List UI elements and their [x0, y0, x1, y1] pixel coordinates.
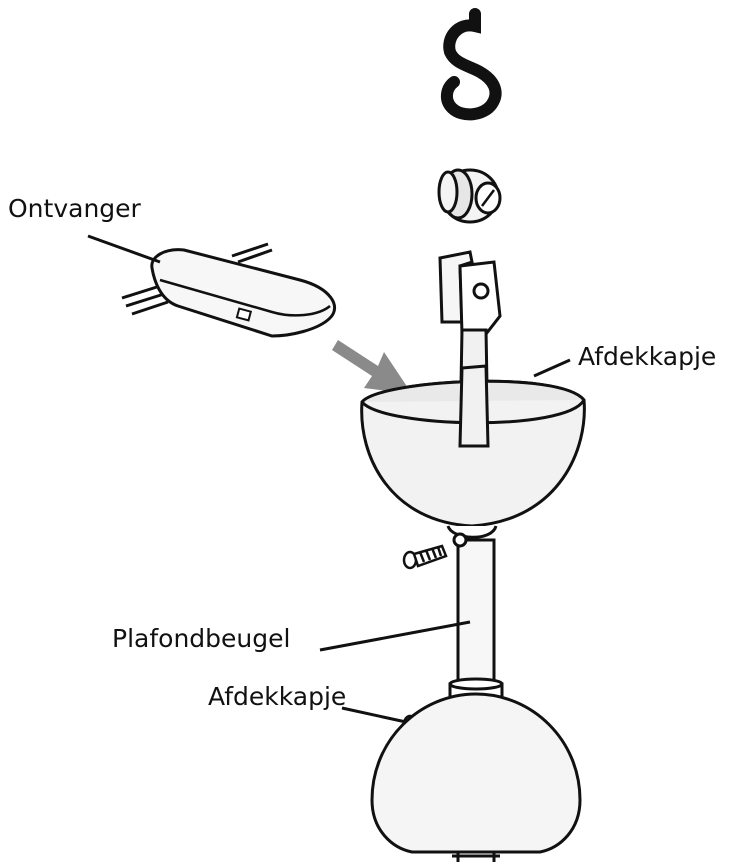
leader-canopy-bottom — [341, 706, 407, 724]
leader-canopy-top — [533, 358, 571, 378]
receiver-unit — [121, 242, 337, 338]
leader-receiver — [87, 234, 161, 264]
pulley-icon — [437, 168, 502, 224]
leader-bracket — [319, 620, 471, 652]
lower-rod — [452, 532, 496, 690]
upper-canopy — [360, 364, 586, 539]
label-canopy-top: Afdekkapje — [578, 342, 717, 371]
label-canopy-bottom: Afdekkapje — [208, 682, 347, 711]
label-receiver: Ontvanger — [8, 194, 141, 223]
lower-canopy — [370, 692, 582, 862]
hook-icon — [441, 8, 502, 121]
label-mounting-bracket: Plafondbeugel — [112, 624, 291, 653]
leader-lines — [87, 234, 571, 724]
arrow-icon — [332, 340, 412, 394]
screw-icon — [402, 544, 448, 570]
downrod-clevis — [438, 250, 502, 336]
